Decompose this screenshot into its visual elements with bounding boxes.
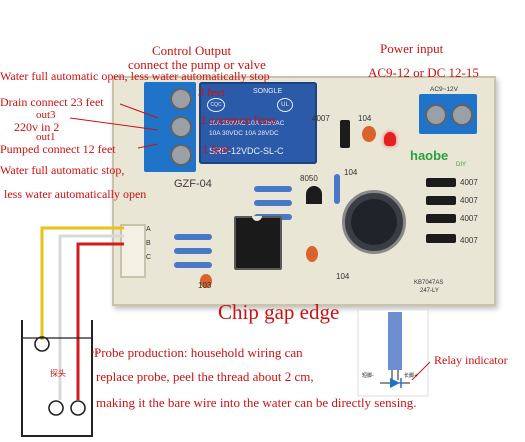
diode-d1: [340, 120, 350, 148]
board-code-2: 247-LY: [420, 288, 439, 294]
diode-d5: [426, 234, 456, 243]
resistor-4: [334, 174, 340, 204]
probe-instruction-2: replace probe, peel the thread about 2 c…: [96, 369, 314, 384]
relay-rating-1: 10A 250VAC 10A 125VAC: [209, 120, 285, 127]
resistor-1: [254, 186, 292, 192]
brand-logo: haobe: [410, 148, 449, 163]
relay-model: SRD-12VDC-SL-C: [209, 146, 284, 156]
capacitor-104-top: [362, 126, 376, 142]
probe-instruction-1: Probe production: household wiring can: [94, 345, 303, 360]
resistor-5: [174, 234, 212, 240]
electrolytic-capacitor: [342, 190, 406, 254]
chip-gap-edge-label: Chip gap edge: [218, 300, 340, 324]
voltage-220-label: 220v in 2: [14, 120, 60, 134]
feet-1-label: 1 feet: [202, 142, 229, 156]
out1-label: out1: [36, 131, 56, 143]
header-label-b: B: [146, 240, 151, 247]
diode-4007-5: 4007: [460, 236, 478, 245]
probe-tip-low-1: [48, 400, 64, 416]
power-screw-1[interactable]: [425, 104, 447, 126]
resistor-7: [174, 262, 212, 268]
wire-red: [76, 242, 124, 400]
capacitor-103: [200, 274, 212, 288]
probe-tip-low-2: [70, 400, 86, 416]
power-input-label: Power input: [380, 41, 444, 56]
relay-rating-2: 10A 30VDC 10A 28VDC: [209, 130, 279, 137]
water-tank: [21, 320, 93, 437]
capacitor-103-label: 103: [198, 281, 212, 290]
indicator-arrow: [411, 361, 431, 381]
drain-connect-label: Drain connect 23 feet: [0, 95, 104, 109]
power-screw-2[interactable]: [451, 104, 473, 126]
relay-indicator-label: Relay indicator: [434, 353, 508, 367]
control-output-label: Control Output: [152, 43, 232, 58]
led-symbol-icon: [390, 378, 400, 388]
diode-4007-4: 4007: [460, 214, 478, 223]
leader-line-3: [137, 143, 159, 149]
common-lines-label: 2 common lines: [200, 113, 277, 127]
relay-brand: SONGLE: [253, 88, 283, 95]
ic-chip: [234, 216, 282, 270]
connect-pump-label: connect the pump or valve: [128, 57, 266, 72]
terminal-screw-2[interactable]: [170, 116, 192, 138]
leader-line-1: [119, 103, 159, 119]
tank-probe-label: 探头: [50, 369, 66, 378]
terminal-screw-1[interactable]: [170, 144, 192, 166]
leader-line-2: [69, 117, 159, 131]
chip-notch: [252, 216, 262, 221]
out3-label: out3: [36, 109, 56, 121]
power-voltage-label: AC9-12 or DC 12-15: [368, 65, 479, 80]
capacitor-104-mid-label: 104: [344, 168, 358, 177]
header-label-c: C: [146, 254, 152, 261]
resistor-2: [254, 200, 292, 206]
power-terminal-block: [419, 94, 477, 134]
resistor-6: [174, 248, 212, 254]
probe-header: [120, 224, 146, 278]
wire-white: [58, 234, 124, 400]
relay-cqc-logo: CQC: [207, 98, 225, 112]
board-code: KB7047AS: [414, 280, 444, 286]
wire-yellow: [40, 226, 124, 340]
diode-4007-1: 4007: [312, 114, 330, 123]
board-model: GZF-04: [174, 178, 212, 190]
diode-4007-3: 4007: [460, 196, 478, 205]
diode-d3: [426, 196, 456, 205]
capacitor-104-low-label: 104: [336, 272, 350, 281]
probe-inset-plate: [388, 312, 402, 370]
diode-d2: [426, 178, 456, 187]
brand-sub: DIY: [456, 162, 467, 168]
water-full-stop-label: Water full automatic stop,: [0, 163, 125, 177]
probe-inset-left-label: 短脚-: [362, 373, 374, 379]
probe-inset-right-label: 长脚+: [404, 373, 419, 379]
probe-tip-top: [34, 336, 50, 352]
less-water-open-label: less water automatically open: [4, 187, 147, 201]
circuit-board: SONGLE CQC UL 10A 250VAC 10A 125VAC 10A …: [112, 76, 496, 306]
transistor-8050: [306, 186, 322, 204]
capacitor-104-top-label: 104: [358, 114, 372, 123]
diode-4007-2: 4007: [460, 178, 478, 187]
feet-3-label: 3 feet: [198, 85, 225, 99]
pumped-connect-label: Pumped connect 12 feet: [0, 142, 116, 156]
relay-indicator-led: [384, 132, 396, 146]
capacitor-104-low: [306, 246, 318, 262]
relay-ul-logo: UL: [277, 98, 293, 112]
diode-d4: [426, 214, 456, 223]
water-full-open-label: Water full automatic open, less water au…: [0, 69, 270, 83]
transistor-label: 8050: [300, 174, 318, 183]
power-board-label: AC9~12V: [430, 86, 459, 93]
header-label-a: A: [146, 226, 151, 233]
output-terminal-block: [144, 82, 196, 172]
probe-instruction-3: making it the bare wire into the water c…: [96, 395, 417, 410]
relay: SONGLE CQC UL 10A 250VAC 10A 125VAC 10A …: [199, 82, 317, 164]
terminal-screw-3[interactable]: [170, 88, 192, 110]
